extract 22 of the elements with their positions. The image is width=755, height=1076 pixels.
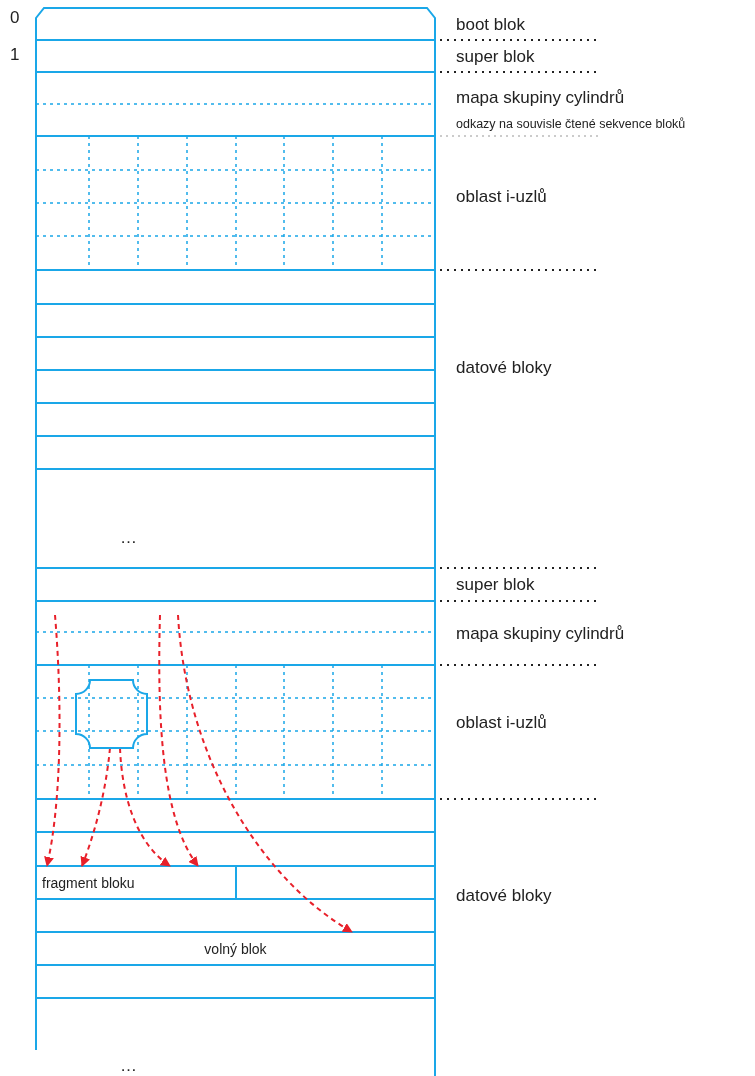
ellipsis: … xyxy=(120,1056,137,1076)
block-label: fragment bloku xyxy=(42,874,136,891)
ellipsis: … xyxy=(120,528,137,548)
block-label: volný blok xyxy=(203,940,268,957)
row-note: odkazy na souvisle čtené sekvence bloků xyxy=(456,116,686,133)
row-label: datové bloky xyxy=(456,886,552,906)
row-label: datové bloky xyxy=(456,358,552,378)
arrow xyxy=(43,614,61,867)
row-label: oblast i-uzlů xyxy=(456,187,547,207)
row-label: super blok xyxy=(456,47,535,67)
arrow xyxy=(177,614,353,933)
block-number: 1 xyxy=(10,45,20,65)
inode-shape xyxy=(74,678,149,750)
row-label: mapa skupiny cylindrů xyxy=(456,624,625,644)
row-label: oblast i-uzlů xyxy=(456,713,547,733)
arrow xyxy=(80,747,111,867)
row-label: mapa skupiny cylindrů xyxy=(456,88,625,108)
arrow xyxy=(158,614,199,867)
row-label: boot blok xyxy=(456,15,525,35)
block-number: 0 xyxy=(10,8,20,28)
row-label: super blok xyxy=(456,575,535,595)
arrow xyxy=(119,747,171,867)
